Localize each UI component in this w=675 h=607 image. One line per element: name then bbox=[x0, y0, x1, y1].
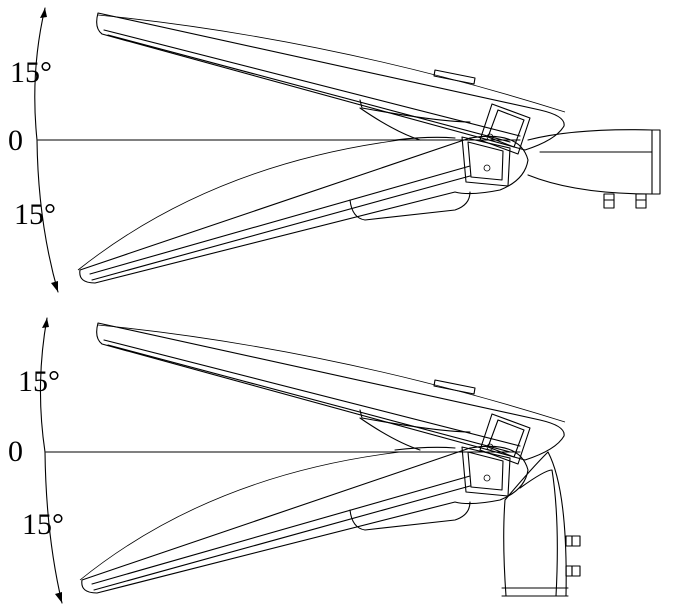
arrowhead bbox=[51, 281, 58, 292]
lower-angle-label: 15° bbox=[22, 508, 64, 541]
luminaire-tilted-up bbox=[96, 322, 565, 461]
upper-angle-arc bbox=[39, 317, 48, 453]
zero-angle-label: 0 bbox=[8, 435, 23, 468]
upper-angle-label: 15° bbox=[10, 56, 52, 89]
lower-angle-arc bbox=[44, 451, 63, 604]
post-top-adaptor bbox=[501, 451, 581, 597]
upper-angle-arc bbox=[34, 7, 46, 141]
adjustable-bracket bbox=[461, 103, 531, 187]
lower-angle-label: 15° bbox=[14, 198, 56, 231]
side-entry-adaptor bbox=[527, 129, 661, 209]
arrowhead bbox=[40, 8, 47, 18]
upper-angle-label: 15° bbox=[18, 365, 60, 398]
zero-angle-label: 0 bbox=[8, 124, 23, 157]
lower-swing-arc bbox=[77, 139, 401, 271]
upper-swing-arc bbox=[97, 14, 566, 113]
upper-swing-arc bbox=[97, 324, 566, 423]
lower-swing-arc bbox=[79, 451, 401, 581]
adjustable-bracket bbox=[461, 413, 531, 497]
luminaire-tilted-down bbox=[81, 445, 529, 594]
lower-angle-arc bbox=[36, 139, 59, 293]
luminaire-tilted-down bbox=[79, 135, 529, 284]
arrowhead bbox=[42, 318, 49, 328]
arrowhead bbox=[55, 592, 62, 603]
